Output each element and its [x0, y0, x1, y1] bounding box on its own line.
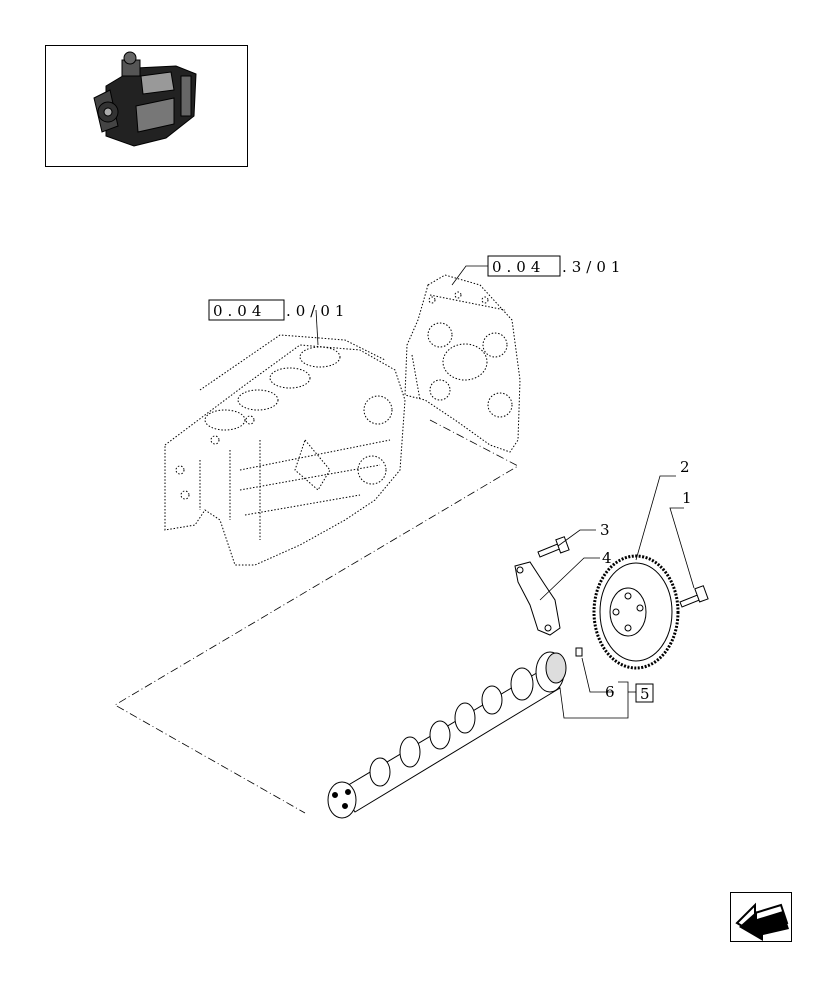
camshaft-gear — [592, 554, 680, 670]
next-page-arrow-icon — [735, 902, 789, 941]
next-page-button[interactable] — [730, 892, 792, 942]
callout-6[interactable]: 6 — [605, 683, 615, 701]
callout-4[interactable]: 4 — [602, 549, 612, 567]
camshaft — [327, 651, 567, 819]
callout-5-box — [635, 683, 654, 703]
dowel-pin — [575, 647, 583, 657]
timing-cover — [404, 274, 521, 453]
assembly-lines — [114, 419, 519, 814]
reference-suffix: .3/01 — [562, 258, 625, 276]
reference-label-lower[interactable]: 0.04 .0/01 — [208, 299, 349, 321]
engine-thumbnail-icon — [93, 51, 197, 147]
callout-1[interactable]: 1 — [682, 489, 692, 507]
reference-boxed-code: 0.04 — [492, 258, 545, 276]
thrust-plate — [514, 561, 561, 636]
bolt-3 — [537, 536, 570, 558]
reference-boxed-code: 0.04 — [213, 302, 266, 320]
callout-3[interactable]: 3 — [600, 521, 610, 539]
leader-lines — [315, 265, 695, 719]
bolt-1 — [679, 585, 709, 608]
callout-2[interactable]: 2 — [680, 458, 690, 476]
reference-label-upper[interactable]: 0.04 .3/01 — [487, 255, 625, 277]
callout-5[interactable]: 5 — [640, 685, 650, 703]
engine-block — [164, 334, 406, 566]
engine-thumbnail — [45, 45, 248, 167]
reference-suffix: .0/01 — [286, 302, 349, 320]
